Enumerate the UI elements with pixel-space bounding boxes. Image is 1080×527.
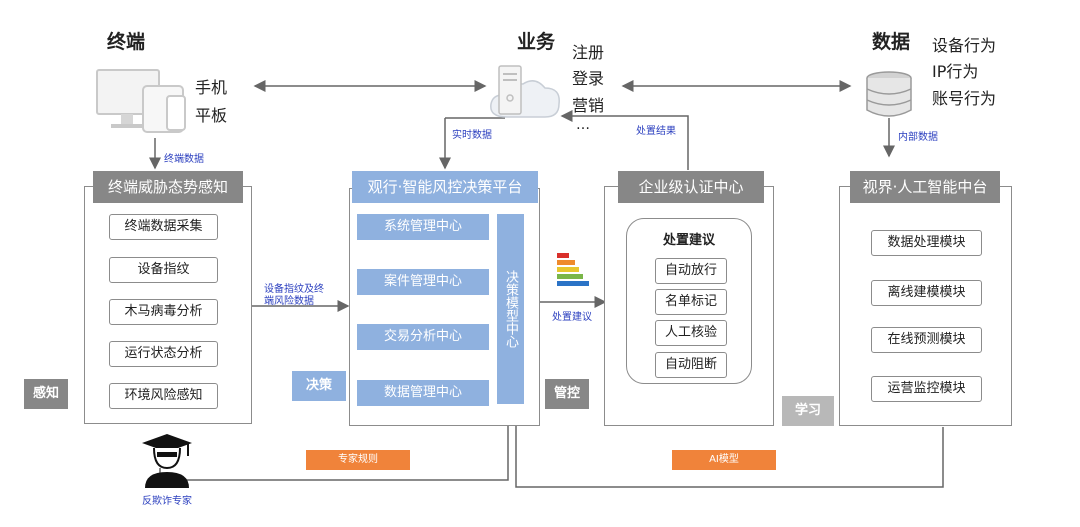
device-tablet: 平板 bbox=[195, 106, 228, 125]
header-terminal: 终端 bbox=[107, 31, 146, 53]
data-item-ip: IP行为 bbox=[932, 62, 979, 81]
terminal-item-collect: 终端数据采集 bbox=[109, 214, 218, 240]
tag-perceive: 感知 bbox=[24, 379, 68, 409]
rating-bars-icon bbox=[557, 253, 589, 286]
tag-learn: 学习 bbox=[782, 396, 834, 426]
devices-icon bbox=[96, 69, 186, 133]
disposal-result-arrow bbox=[560, 110, 689, 170]
auth-item-mark: 名单标记 bbox=[655, 289, 727, 315]
label-fingerprint-1: 设备指纹及终 bbox=[264, 284, 324, 295]
decision-model-center: 决策模型中心 bbox=[497, 214, 524, 404]
ai-item-offline: 离线建模模块 bbox=[871, 280, 982, 306]
ai-item-processing: 数据处理模块 bbox=[871, 230, 982, 256]
terminal-item-fingerprint: 设备指纹 bbox=[109, 257, 218, 283]
label-realtime-data: 实时数据 bbox=[452, 130, 492, 141]
business-item-login: 登录 bbox=[572, 69, 605, 88]
panel-platform-title: 观行·智能风控决策平台 bbox=[352, 171, 538, 203]
label-internal-data: 内部数据 bbox=[898, 132, 938, 143]
business-item-marketing: 营销 bbox=[572, 96, 605, 115]
tag-control: 管控 bbox=[545, 379, 589, 409]
expert-label: 反欺诈专家 bbox=[142, 496, 192, 507]
header-business: 业务 bbox=[517, 31, 556, 53]
auth-item-block: 自动阻断 bbox=[655, 352, 727, 378]
data-item-device: 设备行为 bbox=[932, 36, 997, 55]
business-item-register: 注册 bbox=[572, 43, 605, 62]
panel-terminal-title: 终端威胁态势感知 bbox=[93, 171, 243, 203]
platform-item-system: 系统管理中心 bbox=[357, 214, 489, 240]
ai-item-monitor: 运营监控模块 bbox=[871, 376, 982, 402]
ai-item-online: 在线预测模块 bbox=[871, 327, 982, 353]
business-item-more: … bbox=[576, 117, 590, 133]
expert-rules-badge: 专家规则 bbox=[306, 450, 410, 470]
tag-decide: 决策 bbox=[292, 371, 346, 401]
disposal-advice-box bbox=[626, 218, 752, 384]
cloud-server-icon bbox=[490, 65, 560, 118]
header-data: 数据 bbox=[872, 31, 911, 53]
terminal-item-environment: 环境风险感知 bbox=[109, 383, 218, 409]
label-fingerprint-2: 端风险数据 bbox=[264, 296, 314, 307]
terminal-item-trojan: 木马病毒分析 bbox=[109, 299, 218, 325]
disposal-advice-title: 处置建议 bbox=[662, 233, 715, 248]
expert-avatar-icon bbox=[142, 434, 192, 488]
platform-item-case: 案件管理中心 bbox=[357, 269, 489, 295]
label-disposal-result: 处置结果 bbox=[636, 126, 676, 137]
panel-ai-title: 视界·人工智能中台 bbox=[850, 171, 1000, 203]
label-disposal-advice: 处置建议 bbox=[552, 312, 592, 323]
device-phone: 手机 bbox=[195, 78, 228, 97]
data-item-account: 账号行为 bbox=[932, 89, 997, 108]
platform-item-trade: 交易分析中心 bbox=[357, 324, 489, 350]
terminal-item-runtime: 运行状态分析 bbox=[109, 341, 218, 367]
ai-model-line bbox=[510, 411, 944, 488]
database-icon bbox=[866, 71, 912, 117]
panel-auth-title: 企业级认证中心 bbox=[618, 171, 764, 203]
auth-item-verify: 人工核验 bbox=[655, 320, 727, 346]
auth-item-pass: 自动放行 bbox=[655, 258, 727, 284]
ai-model-badge: AI模型 bbox=[672, 450, 776, 470]
platform-item-data: 数据管理中心 bbox=[357, 380, 489, 406]
label-terminal-data: 终端数据 bbox=[164, 154, 204, 165]
